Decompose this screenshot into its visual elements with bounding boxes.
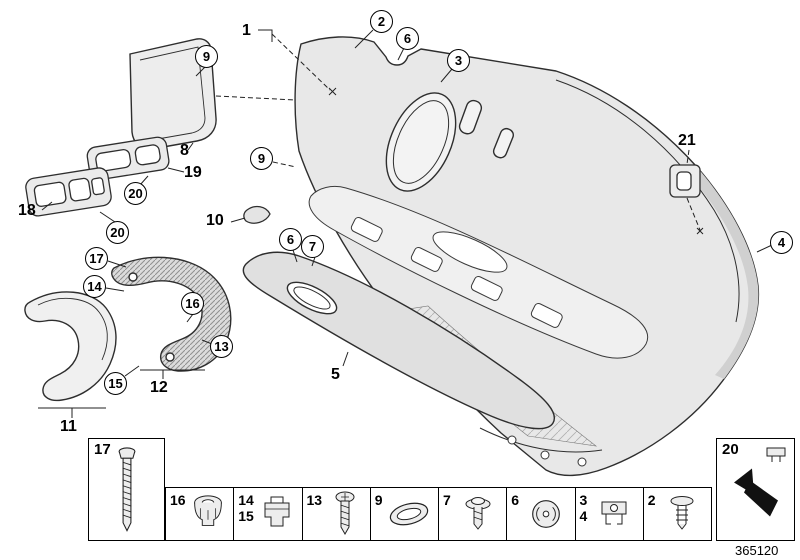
- callout-9-mid[interactable]: 9: [250, 147, 273, 170]
- legend-cell-14-15[interactable]: 14 15: [233, 488, 301, 540]
- legend-strip: 16 14 15 13: [165, 487, 712, 541]
- callout-label-19[interactable]: 19: [184, 164, 202, 181]
- door-pull-part12: [111, 256, 232, 372]
- callout-16[interactable]: 16: [181, 292, 204, 315]
- tapping-screw-icon: [335, 491, 355, 536]
- door-panel-inner-structure: [308, 185, 648, 359]
- callout-label-18[interactable]: 18: [18, 202, 36, 219]
- switch-bezel-part18: [25, 167, 112, 217]
- small-clip-icon: [766, 447, 786, 462]
- oval-seal-icon: [390, 502, 429, 526]
- legend-cell-13[interactable]: 13: [301, 488, 370, 540]
- legend-cell-3-4[interactable]: 3 4: [574, 488, 643, 540]
- tweeter-opening: [458, 99, 483, 135]
- legend-number-20: 20: [722, 441, 739, 458]
- panel-clip-icon: [264, 496, 290, 527]
- callout-9-top[interactable]: 9: [195, 45, 218, 68]
- legend-number: 2: [647, 492, 656, 508]
- callout-15[interactable]: 15: [104, 372, 127, 395]
- bracket-part21: [669, 164, 701, 198]
- callout-6-top[interactable]: 6: [396, 27, 419, 50]
- callout-20-lower[interactable]: 20: [106, 221, 129, 244]
- direction-arrow-icon: [733, 468, 778, 517]
- legend-number: 15: [238, 508, 254, 525]
- expansion-rivet-icon: [670, 496, 694, 530]
- leader-lines: [38, 29, 773, 418]
- legend-cell-6[interactable]: 6: [506, 488, 574, 540]
- callout-label-11[interactable]: 11: [60, 418, 77, 435]
- callout-6-mid[interactable]: 6: [279, 228, 302, 251]
- speaker-opening-inner: [392, 100, 450, 184]
- switch-bezel-part19: [86, 136, 170, 181]
- callout-3[interactable]: 3: [447, 49, 470, 72]
- legend-number: 7: [443, 492, 451, 508]
- callout-label-10[interactable]: 10: [206, 212, 224, 229]
- callout-20-upper[interactable]: 20: [124, 182, 147, 205]
- door-panel: [294, 36, 760, 477]
- long-screw-icon: [118, 446, 135, 532]
- armrest-trim-part5: [242, 251, 555, 430]
- legend-number: 6: [511, 492, 520, 508]
- callout-label-5[interactable]: 5: [331, 366, 340, 383]
- callout-14[interactable]: 14: [83, 275, 106, 298]
- callout-13[interactable]: 13: [210, 335, 233, 358]
- speaker-opening: [385, 92, 457, 192]
- legend-cell-7[interactable]: 7: [438, 488, 506, 540]
- legend-box-17[interactable]: 17: [88, 438, 165, 541]
- callout-17[interactable]: 17: [85, 247, 108, 270]
- spring-nut-icon: [531, 500, 560, 528]
- legend-number: 14: [238, 492, 254, 508]
- legend-cell-9[interactable]: 9: [369, 488, 438, 540]
- grommet-nut-icon: [194, 495, 223, 526]
- callout-label-21[interactable]: 21: [678, 132, 696, 149]
- pull-trim-part11: [24, 291, 117, 402]
- legend-number: 3: [579, 492, 588, 508]
- door-panel-edge-line: [555, 79, 740, 323]
- legend-number-17: 17: [94, 441, 111, 458]
- retainer-clip-icon: [601, 501, 627, 525]
- callout-label-1[interactable]: 1: [242, 22, 251, 39]
- map-pocket-line: [479, 427, 603, 453]
- door-panel-shade: [687, 166, 759, 379]
- handle-opening: [492, 127, 514, 159]
- corner-trim-part10: [243, 205, 271, 224]
- legend-number: 13: [306, 492, 323, 508]
- legend-number: 4: [579, 508, 588, 525]
- callout-label-12[interactable]: 12: [150, 379, 168, 396]
- washer-screw-icon: [465, 497, 491, 530]
- legend-box-20[interactable]: 20: [716, 438, 795, 541]
- callout-4[interactable]: 4: [770, 231, 793, 254]
- legend-cell-16[interactable]: 16: [166, 488, 233, 540]
- legend-number: 9: [374, 492, 383, 508]
- callout-2[interactable]: 2: [370, 10, 393, 33]
- drawing-number: 365120: [735, 543, 779, 558]
- legend-number: 16: [170, 492, 186, 508]
- callout-7[interactable]: 7: [301, 235, 324, 258]
- legend-cell-2[interactable]: 2: [642, 488, 711, 540]
- callout-label-8[interactable]: 8: [180, 142, 189, 159]
